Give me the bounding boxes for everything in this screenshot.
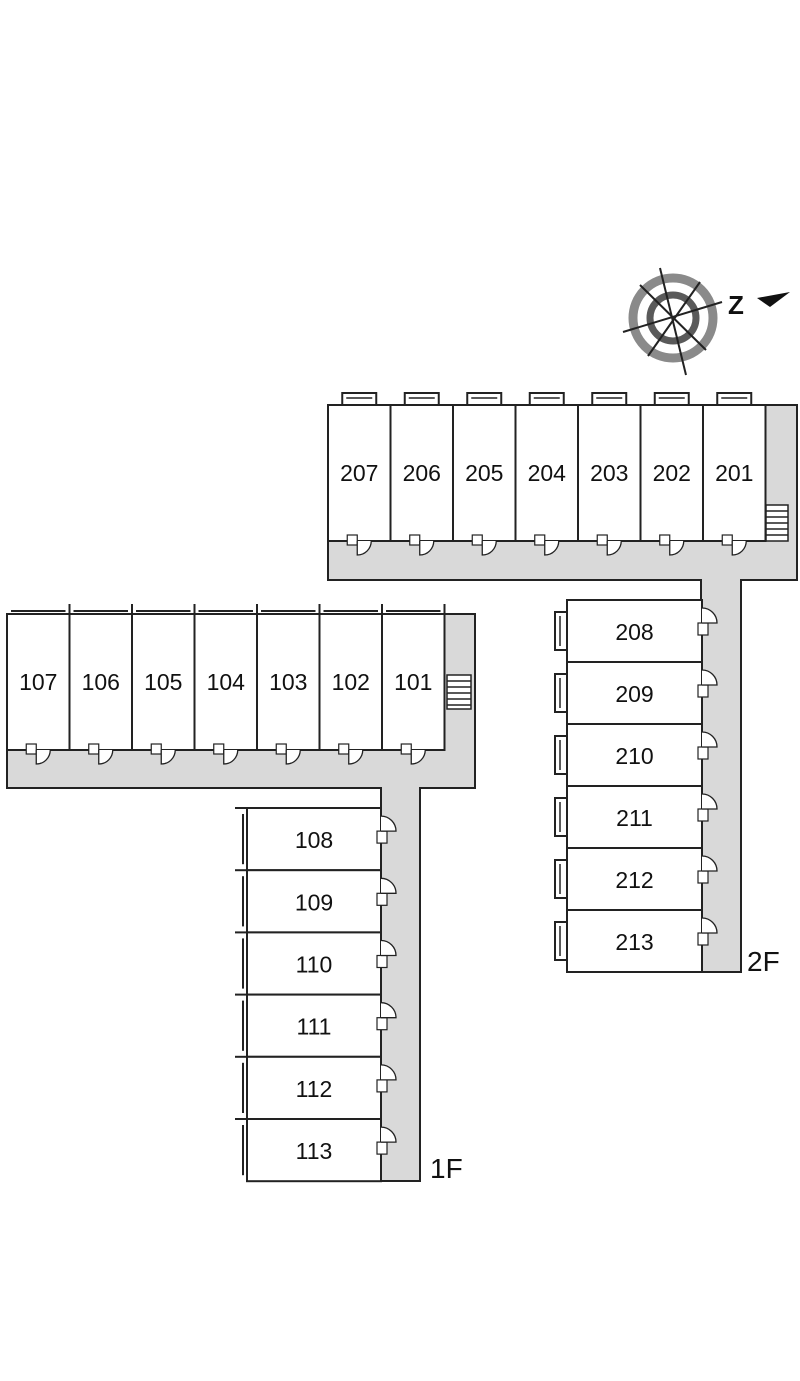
room-number-104: 104: [207, 669, 246, 695]
room-209: 209: [554, 661, 718, 725]
room-number-203: 203: [590, 460, 628, 486]
room-number-213: 213: [615, 929, 653, 955]
room-number-202: 202: [653, 460, 691, 486]
room-212: 212: [554, 847, 718, 911]
room-207: 207: [327, 392, 392, 556]
room-number-212: 212: [615, 867, 653, 893]
room-number-108: 108: [295, 827, 333, 853]
room-number-109: 109: [295, 889, 333, 915]
room-number-208: 208: [615, 619, 653, 645]
room-number-204: 204: [528, 460, 567, 486]
room-number-101: 101: [394, 669, 432, 695]
room-107: 107: [6, 604, 71, 765]
room-213: 213: [554, 909, 718, 973]
room-108: 108: [235, 807, 397, 872]
room-203: 203: [577, 392, 642, 556]
room-201: 201: [702, 392, 767, 556]
room-205: 205: [452, 392, 517, 556]
room-104: 104: [193, 604, 258, 765]
room-101: 101: [381, 604, 446, 765]
room-number-201: 201: [715, 460, 753, 486]
room-211: 211: [554, 785, 718, 849]
room-210: 210: [554, 723, 718, 787]
room-204: 204: [514, 392, 579, 556]
room-number-211: 211: [616, 805, 653, 831]
room-number-111: 111: [297, 1014, 332, 1040]
room-number-207: 207: [340, 460, 378, 486]
room-number-103: 103: [269, 669, 307, 695]
room-number-110: 110: [296, 952, 333, 978]
room-number-112: 112: [296, 1076, 333, 1102]
room-112: 112: [235, 1055, 397, 1121]
room-number-205: 205: [465, 460, 503, 486]
room-103: 103: [256, 604, 321, 765]
room-number-107: 107: [19, 669, 57, 695]
floor-label-2f: 2F: [747, 946, 780, 977]
room-105: 105: [131, 604, 196, 765]
room-number-209: 209: [615, 681, 653, 707]
room-102: 102: [318, 604, 383, 765]
room-208: 208: [554, 599, 718, 663]
room-number-113: 113: [296, 1138, 333, 1164]
staircase-1f: [446, 674, 472, 710]
room-number-210: 210: [615, 743, 653, 769]
room-111: 111: [235, 993, 397, 1058]
building-2f: 207 206 205 204 203 202 201 208 209 210 211 212 213…: [327, 392, 798, 977]
compass-north-label: Z: [728, 290, 744, 320]
building-1f: 107 106 105 104 103 102 101 108 109 110 111 112 113…: [6, 604, 476, 1184]
compass-icon: Z: [622, 267, 790, 376]
room-number-105: 105: [144, 669, 182, 695]
room-110: 110: [235, 931, 397, 996]
room-202: 202: [639, 392, 704, 556]
staircase-2f: [765, 504, 789, 542]
room-number-206: 206: [403, 460, 441, 486]
room-106: 106: [68, 604, 133, 765]
floor-label-1f: 1F: [430, 1153, 463, 1184]
room-113: 113: [235, 1118, 397, 1183]
room-109: 109: [235, 869, 397, 934]
room-206: 206: [389, 392, 454, 556]
room-number-106: 106: [82, 669, 120, 695]
room-number-102: 102: [332, 669, 370, 695]
